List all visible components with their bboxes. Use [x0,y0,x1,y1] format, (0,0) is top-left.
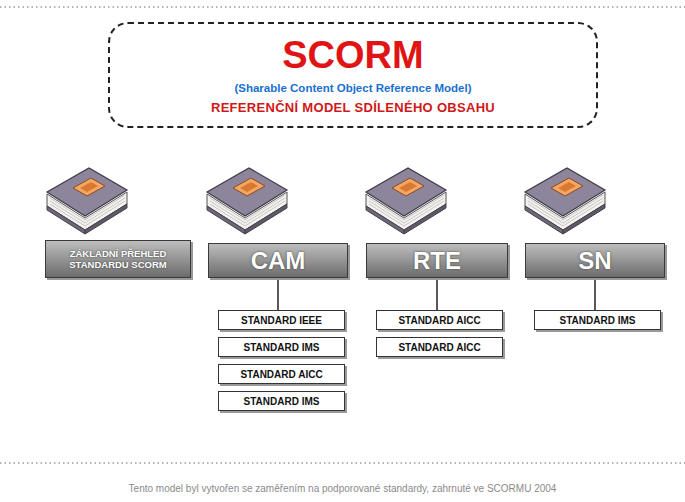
standard-box: STANDARD AICC [218,364,345,384]
node-text: SN [578,249,611,273]
node-text: ZÁKLADNÍ PŘEHLED STANDARDU SCORM [50,248,186,271]
standard-box: STANDARD IMS [218,337,345,357]
connector-line [594,278,596,310]
dotted-rule [0,462,685,464]
node-text: RTE [413,249,461,273]
node-text: STANDARD IMS [244,396,320,407]
overview-box: ZÁKLADNÍ PŘEHLED STANDARDU SCORM [45,240,191,278]
standard-box: STANDARD IEEE [218,310,345,330]
dotted-rule [0,6,685,8]
standard-box: STANDARD IMS [534,310,661,330]
caption: Tento model byl vytvořen se zaměřením na… [0,483,685,494]
node-text: STANDARD AICC [398,342,480,353]
connector-line [436,278,438,310]
book-icon [207,168,287,234]
node-text: CAM [251,249,306,273]
standard-box: STANDARD IMS [218,391,345,411]
book-icon [525,168,605,234]
standard-box: STANDARD AICC [376,337,503,357]
node-text: (Sharable Content Object Reference Model… [234,82,471,94]
standard-box: STANDARD AICC [376,310,503,330]
node-text: STANDARD IMS [560,315,636,326]
node-text: STANDARD AICC [398,315,480,326]
node-text: STANDARD AICC [240,369,322,380]
section-box: CAM [208,243,348,278]
node-text: SCORM [282,35,423,77]
node-text: REFERENČNÍ MODEL SDÍLENÉHO OBSAHU [211,100,495,115]
node-text: STANDARD IMS [244,342,320,353]
section-box: SN [525,243,665,278]
book-icon [366,168,446,234]
title-box: SCORM (Sharable Content Object Reference … [108,22,598,128]
section-box: RTE [366,243,508,278]
book-icon [47,168,127,234]
node-text: STANDARD IEEE [241,315,322,326]
connector-line [277,278,279,310]
